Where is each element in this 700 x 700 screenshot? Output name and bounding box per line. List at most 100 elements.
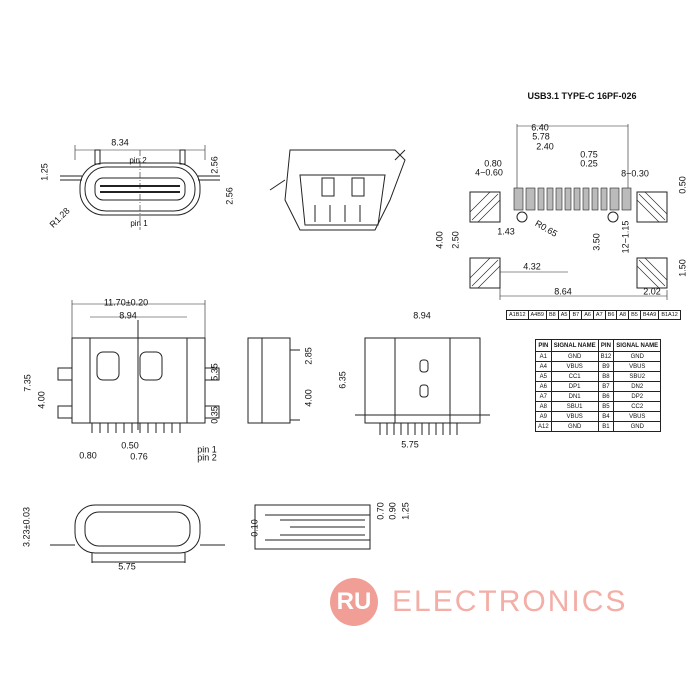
- pin2-label: pin 2: [197, 452, 217, 463]
- signal-cell: CC2: [613, 401, 662, 412]
- signal-cell: DP2: [613, 391, 662, 402]
- pin-label: B6: [604, 311, 617, 319]
- signal-cell: VBUS: [550, 361, 599, 372]
- pin-label-row: A1B12 A4B9 B8 A5 B7 A6 A7 B6 A8 B5 B4A9 …: [506, 310, 681, 320]
- pin-label: A7: [592, 311, 605, 319]
- dim-285: 2.85: [303, 347, 314, 365]
- dim-070: 0.70: [375, 502, 386, 520]
- footprint-view: [469, 124, 668, 300]
- dim-240: 2.40: [536, 141, 554, 152]
- signal-cell: VBUS: [550, 411, 599, 422]
- signal-cell: SBU1: [550, 401, 599, 412]
- header-signal: SIGNAL NAME: [550, 339, 599, 352]
- signal-cell: GND: [613, 351, 662, 362]
- dim-4x060: 4−0.60: [475, 167, 503, 178]
- signal-cell: SBU2: [613, 371, 662, 382]
- dim-050: 0.50: [121, 440, 139, 451]
- header-signal: SIGNAL NAME: [613, 339, 662, 352]
- dim-050: 0.50: [677, 176, 688, 194]
- dim-250: 2.50: [450, 231, 461, 249]
- pin-cell: A4: [535, 361, 552, 372]
- dim-035: 0.35: [209, 406, 220, 424]
- watermark: RU ELECTRONICS: [330, 578, 627, 626]
- dim-635: 6.35: [337, 371, 348, 389]
- signal-cell: DP1: [550, 381, 599, 392]
- dim-h3: 2.56: [224, 187, 235, 205]
- dim-578: 5.78: [532, 131, 550, 142]
- signal-cell: GND: [550, 421, 599, 432]
- dim-025: 0.25: [580, 158, 598, 169]
- dim-400: 4.00: [36, 391, 47, 409]
- dim-8x030: 8−0.30: [621, 168, 649, 179]
- pin-cell: B8: [597, 371, 615, 382]
- dim-535: 5.35: [209, 363, 220, 381]
- dim-202: 2.02: [643, 286, 661, 297]
- pin-table-header: PIN SIGNAL NAME PIN SIGNAL NAME: [535, 339, 662, 352]
- pin-cell: A12: [535, 421, 552, 432]
- pin-cell: B5: [597, 401, 615, 412]
- pin-cell: A8: [535, 401, 552, 412]
- dim-010: 0.10: [249, 519, 260, 537]
- pin-label: B8: [545, 311, 558, 319]
- dim-width: 8.94: [119, 310, 137, 321]
- dim-150: 1.50: [677, 259, 688, 277]
- signal-cell: GND: [613, 421, 662, 432]
- dim-735: 7.35: [22, 374, 33, 392]
- drawing-title: USB3.1 TYPE-C 16PF-026: [527, 91, 637, 101]
- pin-cell: B7: [597, 381, 615, 392]
- dim-864: 8.64: [554, 286, 572, 297]
- dim-width: 8.94: [413, 310, 431, 321]
- dim-125: 1.25: [400, 502, 411, 520]
- dim-432: 4.32: [523, 261, 541, 272]
- dim-090: 0.90: [387, 502, 398, 520]
- dim-h1: 1.25: [39, 163, 50, 181]
- pin-cell: B9: [597, 361, 615, 372]
- dim-575: 5.75: [401, 439, 419, 450]
- pin-label: A8: [616, 311, 628, 319]
- pin-label: A5: [557, 311, 570, 319]
- pin-label: B1A12: [658, 311, 680, 319]
- pin-cell: B4: [597, 411, 615, 422]
- bottom-view: [50, 504, 225, 563]
- pin-label: A1B12: [509, 312, 526, 318]
- signal-cell: DN2: [613, 381, 662, 392]
- signal-cell: CC1: [550, 371, 599, 382]
- isometric-view: [269, 149, 406, 231]
- pin-cell: B6: [597, 391, 615, 402]
- side-view: [247, 337, 300, 424]
- signal-cell: VBUS: [613, 361, 662, 372]
- dim-height: 3.23±0.03: [21, 507, 32, 547]
- plan-view: [57, 300, 220, 433]
- front-view: [60, 145, 220, 230]
- pin-cell: B1: [597, 421, 615, 432]
- pin-label: A4B9: [527, 311, 546, 319]
- dim-h2: 2.56: [209, 156, 220, 174]
- section-view: [254, 504, 371, 550]
- dim-12x115: 12−1.15: [620, 220, 631, 254]
- dim-400: 4.00: [434, 231, 445, 249]
- dim-width: 8.34: [111, 137, 129, 148]
- dim-143: 1.43: [497, 226, 515, 237]
- signal-cell: GND: [550, 351, 599, 362]
- dim-overall: 11.70±0.20: [103, 297, 149, 308]
- pin2-label: pin 2: [129, 156, 147, 165]
- pin-cell: A1: [535, 351, 552, 362]
- dim-640: 6.40: [531, 122, 549, 133]
- pin-label: B4A9: [639, 311, 658, 319]
- dim-575: 5.75: [118, 561, 136, 572]
- dim-400: 4.00: [303, 389, 314, 407]
- pin1-label: pin 1: [197, 444, 217, 455]
- pin-label: A6: [581, 311, 593, 319]
- pin-label: B5: [628, 311, 640, 319]
- header-pin: PIN: [535, 339, 552, 352]
- dim-075: 0.75: [580, 149, 598, 160]
